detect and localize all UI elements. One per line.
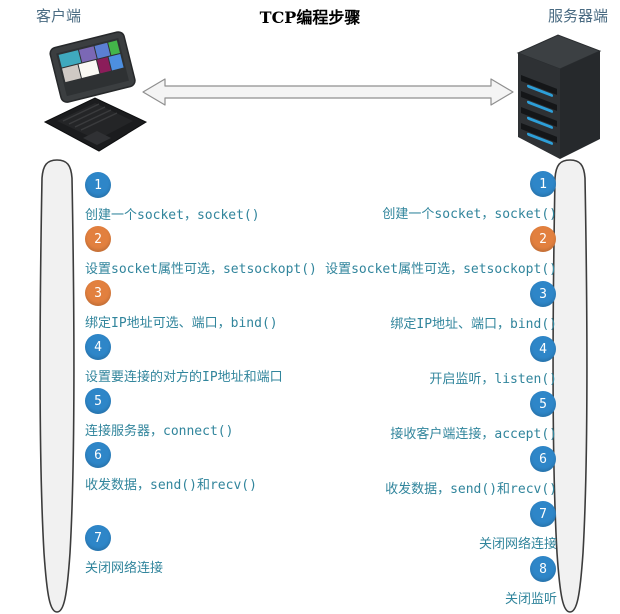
double-headed-arrow-icon: [142, 78, 514, 106]
step-label: 关闭网络连接: [478, 537, 557, 552]
step-number-badge: 8: [530, 556, 556, 582]
step: 2 设置socket属性可选，setsockopt(): [85, 226, 317, 280]
step-label: 绑定IP地址、端口，bind(): [390, 317, 557, 332]
step-number-badge: 3: [530, 281, 556, 307]
step-label: 创建一个socket，socket(): [85, 208, 260, 223]
step: 8 关闭监听: [505, 556, 557, 611]
server-tower-icon: [516, 34, 602, 159]
step-number-badge: 2: [85, 226, 111, 252]
server-steps: 1 创建一个socket，socket() 2 设置socket属性可选，setsoc…: [257, 171, 557, 611]
step-label: 设置socket属性可选，setsockopt(): [85, 262, 317, 277]
step: 5 接收客户端连接，accept(): [390, 391, 557, 446]
step-label: 接收客户端连接，accept(): [390, 427, 557, 442]
step: 5 连接服务器，connect(): [85, 388, 233, 442]
step: 4 开启监听，listen(): [429, 336, 557, 391]
client-pillar-shape: [39, 159, 75, 613]
step-label: 绑定IP地址可选、端口，bind(): [85, 316, 278, 331]
step-number-badge: 4: [85, 334, 111, 360]
step: 7 关闭网络连接: [479, 501, 557, 556]
step: 3 绑定IP地址可选、端口，bind(): [85, 280, 278, 334]
step-number-badge: 6: [85, 442, 111, 468]
step: 6 收发数据，send()和recv(): [85, 442, 257, 496]
step-number-badge: 1: [85, 172, 111, 198]
step-number-badge: 7: [530, 501, 556, 527]
step-number-badge: 2: [530, 226, 556, 252]
step-label: 设置要连接的对方的IP地址和端口: [85, 370, 283, 385]
step-number-badge: 4: [530, 336, 556, 362]
step: 3 绑定IP地址、端口，bind(): [390, 281, 557, 336]
step-label: 收发数据，send()和recv(): [85, 478, 257, 493]
step: 1 创建一个socket，socket(): [85, 172, 260, 226]
client-steps: 1 创建一个socket，socket() 2 设置socket属性可选，setsoc…: [85, 172, 335, 579]
server-label: 服务器端: [547, 7, 608, 25]
step: 7 关闭网络连接: [85, 525, 163, 579]
step-number-badge: 1: [530, 171, 556, 197]
step-label: 关闭监听: [504, 592, 557, 607]
step: 6 收发数据，send()和recv(): [385, 446, 557, 501]
step-label: 创建一个socket，socket(): [382, 207, 557, 222]
step: 4 设置要连接的对方的IP地址和端口: [85, 334, 283, 388]
step-label: 连接服务器，connect(): [85, 424, 234, 439]
laptop-icon: [43, 31, 148, 152]
step-number-badge: 3: [85, 280, 111, 306]
step: 1 创建一个socket，socket(): [382, 171, 557, 226]
step-number-badge: 6: [530, 446, 556, 472]
client-label: 客户端: [36, 7, 82, 25]
step: 2 设置socket属性可选，setsockopt(): [325, 226, 557, 281]
step-label: 收发数据，send()和recv(): [385, 482, 557, 497]
step-number-badge: 5: [530, 391, 556, 417]
step-label: 设置socket属性可选，setsockopt(): [325, 262, 557, 277]
page-title: TCP编程步骤: [259, 8, 361, 27]
step-label: 关闭网络连接: [85, 561, 164, 576]
step-label: 开启监听，listen(): [429, 372, 557, 387]
step-number-badge: 7: [85, 525, 111, 551]
step-number-badge: 5: [85, 388, 111, 414]
